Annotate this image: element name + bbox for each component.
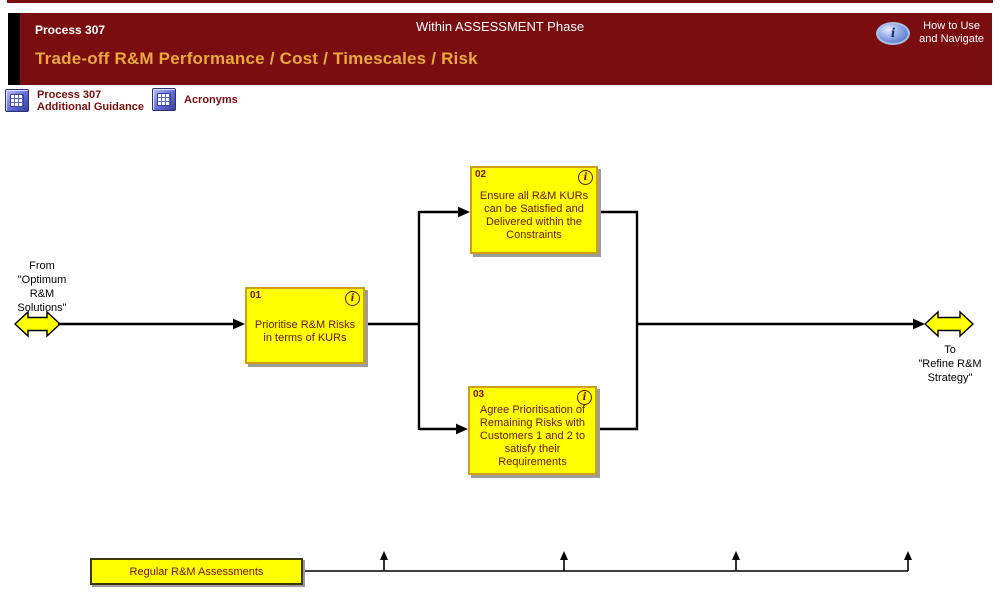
additional-guidance-label: Process 307 Additional Guidance xyxy=(37,89,144,113)
page-title: Trade-off R&M Performance / Cost / Times… xyxy=(35,49,478,68)
assessment-tick-arrowhead xyxy=(380,551,388,560)
step-info-icon[interactable]: i xyxy=(345,291,360,306)
assessment-tick-arrowhead xyxy=(732,551,740,560)
table-icon-cells xyxy=(10,94,24,107)
step-number: 03 xyxy=(473,389,485,400)
step-info-icon[interactable]: i xyxy=(578,170,593,185)
header-top-rule xyxy=(7,0,993,3)
info-glyph: i xyxy=(582,391,587,403)
assessment-tick-arrowhead xyxy=(560,551,568,560)
table-icon-cells xyxy=(157,93,171,106)
table-icon xyxy=(152,88,176,111)
step-text: Prioritise R&M Risks in terms of KURs xyxy=(254,318,356,344)
process-step-01[interactable]: 01 i Prioritise R&M Risks in terms of KU… xyxy=(245,287,365,364)
step-number: 01 xyxy=(250,290,262,301)
info-icon-glyph: i xyxy=(890,26,896,40)
table-icon xyxy=(5,89,29,112)
info-icon[interactable]: i xyxy=(876,21,911,45)
additional-guidance-button[interactable]: Process 307 Additional Guidance xyxy=(5,89,144,113)
help-button[interactable]: i How to Use and Navigate xyxy=(876,20,984,46)
phase-label: Within ASSESSMENT Phase xyxy=(415,19,585,34)
step-text: Ensure all R&M KURs can be Satisfied and… xyxy=(479,190,589,241)
output-flow-label: To "Refine R&M Strategy" xyxy=(918,344,982,384)
arrowhead-into-box02 xyxy=(458,206,470,218)
process-number-label: Process 307 xyxy=(35,23,106,37)
regular-assessments-box[interactable]: Regular R&M Assessments xyxy=(90,558,303,585)
acronyms-button[interactable]: Acronyms xyxy=(152,88,238,111)
info-glyph: i xyxy=(583,171,588,183)
step-info-icon[interactable]: i xyxy=(577,390,592,405)
input-flow-arrow[interactable] xyxy=(13,310,62,338)
info-glyph: i xyxy=(350,292,355,304)
input-flow-label: From "Optimum R&M Solutions" xyxy=(17,260,67,314)
header-accent-bar xyxy=(8,13,20,85)
arrowhead-into-box03 xyxy=(456,423,468,435)
output-flow-arrow[interactable] xyxy=(923,310,975,338)
regular-assessments-label: Regular R&M Assessments xyxy=(129,565,264,578)
acronyms-label: Acronyms xyxy=(184,94,238,106)
arrowhead-into-output xyxy=(913,318,925,330)
header: Process 307 Within ASSESSMENT Phase Trad… xyxy=(8,13,992,85)
step-text: Agree Prioritisation of Remaining Risks … xyxy=(479,404,586,468)
assessment-tick-arrowhead xyxy=(904,551,912,560)
process-step-02[interactable]: 02 i Ensure all R&M KURs can be Satisfie… xyxy=(470,166,598,254)
step-number: 02 xyxy=(475,169,487,180)
help-label: How to Use and Navigate xyxy=(919,20,984,45)
arrowhead-into-box01 xyxy=(233,318,245,330)
process-step-03[interactable]: 03 i Agree Prioritisation of Remaining R… xyxy=(468,386,597,475)
